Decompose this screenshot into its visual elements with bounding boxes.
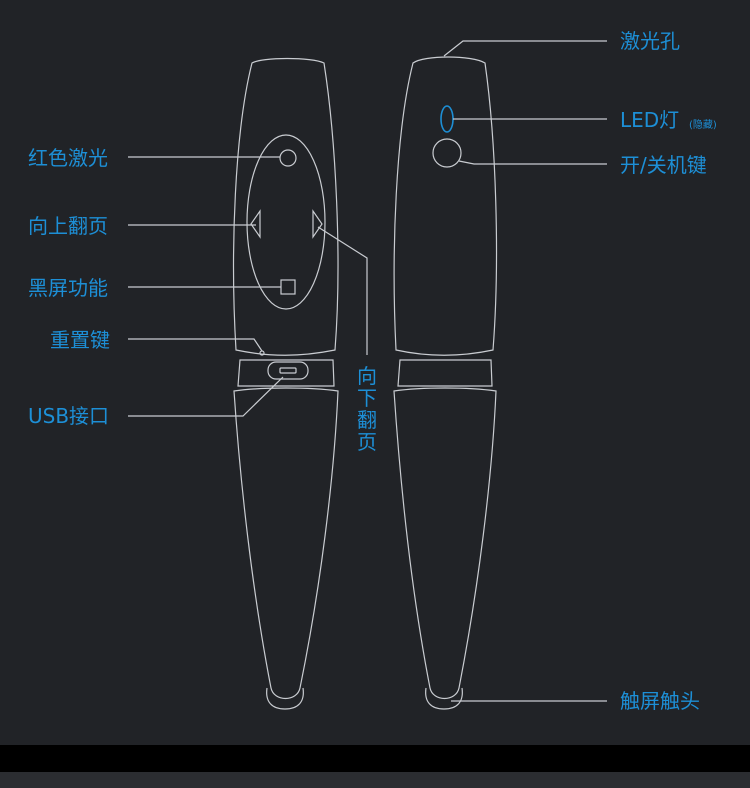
- power-button-icon: [432, 138, 462, 168]
- left-pen-button-panel: [246, 134, 326, 310]
- usb-port-icon: [267, 361, 309, 380]
- bottom-black-strip: [0, 745, 750, 772]
- left-pen-band: [237, 359, 335, 387]
- left-pen-upper-body: [232, 57, 339, 356]
- label-power: 开/关机键: [620, 153, 707, 177]
- leader-lines: [128, 40, 607, 702]
- right-pen: [393, 56, 498, 710]
- label-touch-tip: 触屏触头: [620, 689, 700, 713]
- right-pen-touch-tip: [425, 687, 463, 710]
- leader-reset: [128, 338, 263, 352]
- page-up-triangle-icon: [250, 209, 261, 239]
- leader-page-down: [317, 226, 368, 355]
- label-laser-hole: 激光孔: [620, 29, 680, 53]
- black-screen-button-icon: [280, 279, 296, 295]
- label-page-down-char-1: 向: [357, 364, 377, 388]
- label-page-down-char-4: 页: [357, 430, 377, 454]
- right-pen-band: [397, 359, 493, 387]
- pen-diagram: 红色激光 向上翻页 黑屏功能 重置键 USB接口 向 下 翻 页 激光孔 LED…: [28, 29, 717, 713]
- label-black-screen: 黑屏功能: [28, 276, 108, 300]
- diagram-stage: 红色激光 向上翻页 黑屏功能 重置键 USB接口 向 下 翻 页 激光孔 LED…: [28, 29, 717, 713]
- left-pen-touch-tip: [266, 687, 304, 710]
- label-page-down-char-3: 翻: [357, 408, 377, 432]
- label-reset: 重置键: [50, 328, 110, 352]
- label-led-note: (隐藏): [689, 119, 717, 131]
- right-pen-lower-body: [393, 387, 497, 700]
- labels: 红色激光 向上翻页 黑屏功能 重置键 USB接口 向 下 翻 页 激光孔 LED…: [28, 29, 717, 713]
- right-pen-upper-body: [393, 56, 498, 356]
- label-usb: USB接口: [28, 404, 109, 428]
- label-page-down-char-2: 下: [357, 386, 377, 410]
- label-red-laser: 红色激光: [28, 146, 108, 170]
- leader-usb: [128, 376, 284, 417]
- page-down-triangle-icon: [312, 209, 323, 239]
- red-laser-button-icon: [279, 149, 297, 167]
- label-led: LED灯: [620, 108, 679, 132]
- left-pen: [232, 57, 339, 710]
- bottom-gray-strip: [0, 772, 750, 788]
- usb-port-inner-icon: [279, 367, 297, 374]
- leader-power: [458, 160, 607, 165]
- left-pen-lower-body: [233, 387, 339, 700]
- led-light-icon: [440, 105, 454, 133]
- leader-laser-hole: [443, 40, 607, 57]
- label-page-up: 向上翻页: [28, 214, 108, 238]
